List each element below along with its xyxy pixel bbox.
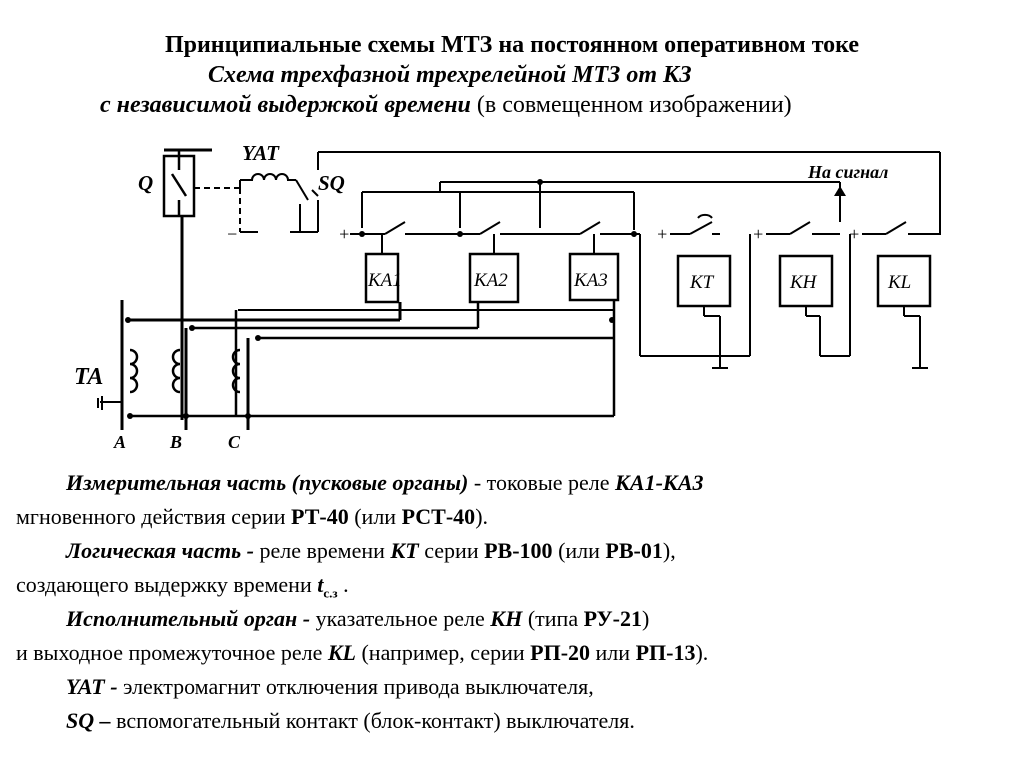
label-phase-a: A	[113, 432, 126, 452]
plus-sign: +	[338, 224, 350, 244]
minus-sign: −	[226, 224, 238, 244]
desc-line-7: YAT - электромагнит отключения привода в…	[66, 674, 594, 699]
label-kt: KT	[689, 272, 715, 293]
desc-line-3: Логическая часть - реле времени КТ серии…	[66, 538, 676, 563]
page-subtitle-2: с независимой выдержкой времени (в совме…	[100, 92, 792, 118]
label-ka1: KA1	[367, 270, 402, 291]
label-ta: TA	[74, 364, 103, 390]
plus-sign: +	[848, 224, 860, 244]
label-kh: KH	[789, 272, 818, 293]
page-title: Принципиальные схемы МТЗ на постоянном о…	[164, 32, 860, 58]
label-sq: SQ	[318, 171, 345, 195]
desc-line-8: SQ – вспомогательный контакт (блок-конта…	[66, 708, 635, 733]
plus-sign: +	[656, 224, 668, 244]
label-q: Q	[138, 171, 153, 195]
desc-line-2: мгновенного действия серии РТ-40 (или РС…	[16, 504, 489, 529]
label-yat: YAT	[242, 141, 280, 165]
desc-line-6: и выходное промежуточное реле KL (наприм…	[16, 640, 709, 665]
label-phase-c: C	[228, 432, 241, 452]
label-phase-b: B	[169, 432, 182, 452]
plus-sign: +	[752, 224, 764, 244]
label-ka2: KA2	[473, 270, 508, 291]
desc-line-4: создающего выдержку времени tс.з .	[16, 572, 349, 601]
page-subtitle: Схема трехфазной трехрелейной МТЗ от КЗ	[208, 62, 692, 88]
label-kl: KL	[887, 272, 911, 293]
relay-protection-schematic: Q YAT SQ TA A B C На сигнал KA1 KA2 KA3 …	[74, 141, 941, 452]
desc-line-5: Исполнительный орган - указательное реле…	[66, 606, 650, 631]
desc-line-1: Измерительная часть (пусковые органы) - …	[66, 470, 704, 495]
label-signal: На сигнал	[807, 162, 888, 182]
label-ka3: KA3	[573, 270, 608, 291]
